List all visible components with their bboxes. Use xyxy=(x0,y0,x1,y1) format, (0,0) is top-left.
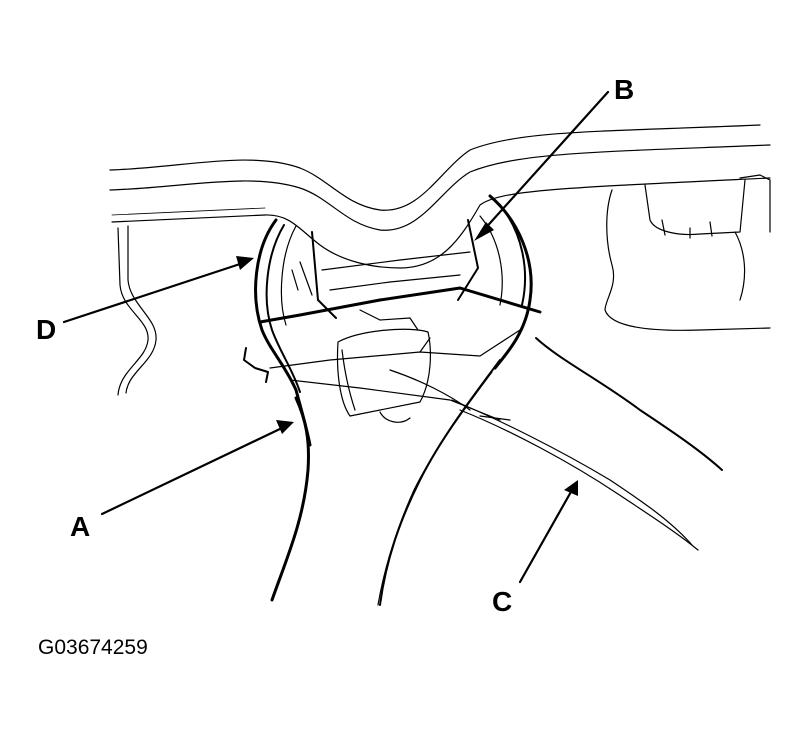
figure-id: G03674259 xyxy=(38,636,148,659)
callout-label-a: A xyxy=(70,511,90,542)
arrowhead-a xyxy=(276,420,294,434)
frame-rail xyxy=(109,124,771,269)
arrowhead-c xyxy=(564,480,578,496)
tool-handle-c xyxy=(451,337,723,551)
leader-d xyxy=(62,262,242,324)
leader-a xyxy=(100,426,284,516)
leader-b xyxy=(480,90,610,234)
callout-leaders xyxy=(62,90,610,584)
wrench-handle-a xyxy=(270,359,501,606)
right-bracket xyxy=(604,174,771,331)
callout-label-b: B xyxy=(614,74,634,105)
socket-adapter xyxy=(336,328,431,423)
leader-c xyxy=(518,488,574,584)
left-bracket xyxy=(117,225,157,396)
arrowhead-d xyxy=(236,256,254,270)
callout-label-c: C xyxy=(492,586,512,617)
arrowhead-b xyxy=(474,222,494,241)
nut xyxy=(291,219,479,331)
callout-label-d: D xyxy=(36,314,56,345)
